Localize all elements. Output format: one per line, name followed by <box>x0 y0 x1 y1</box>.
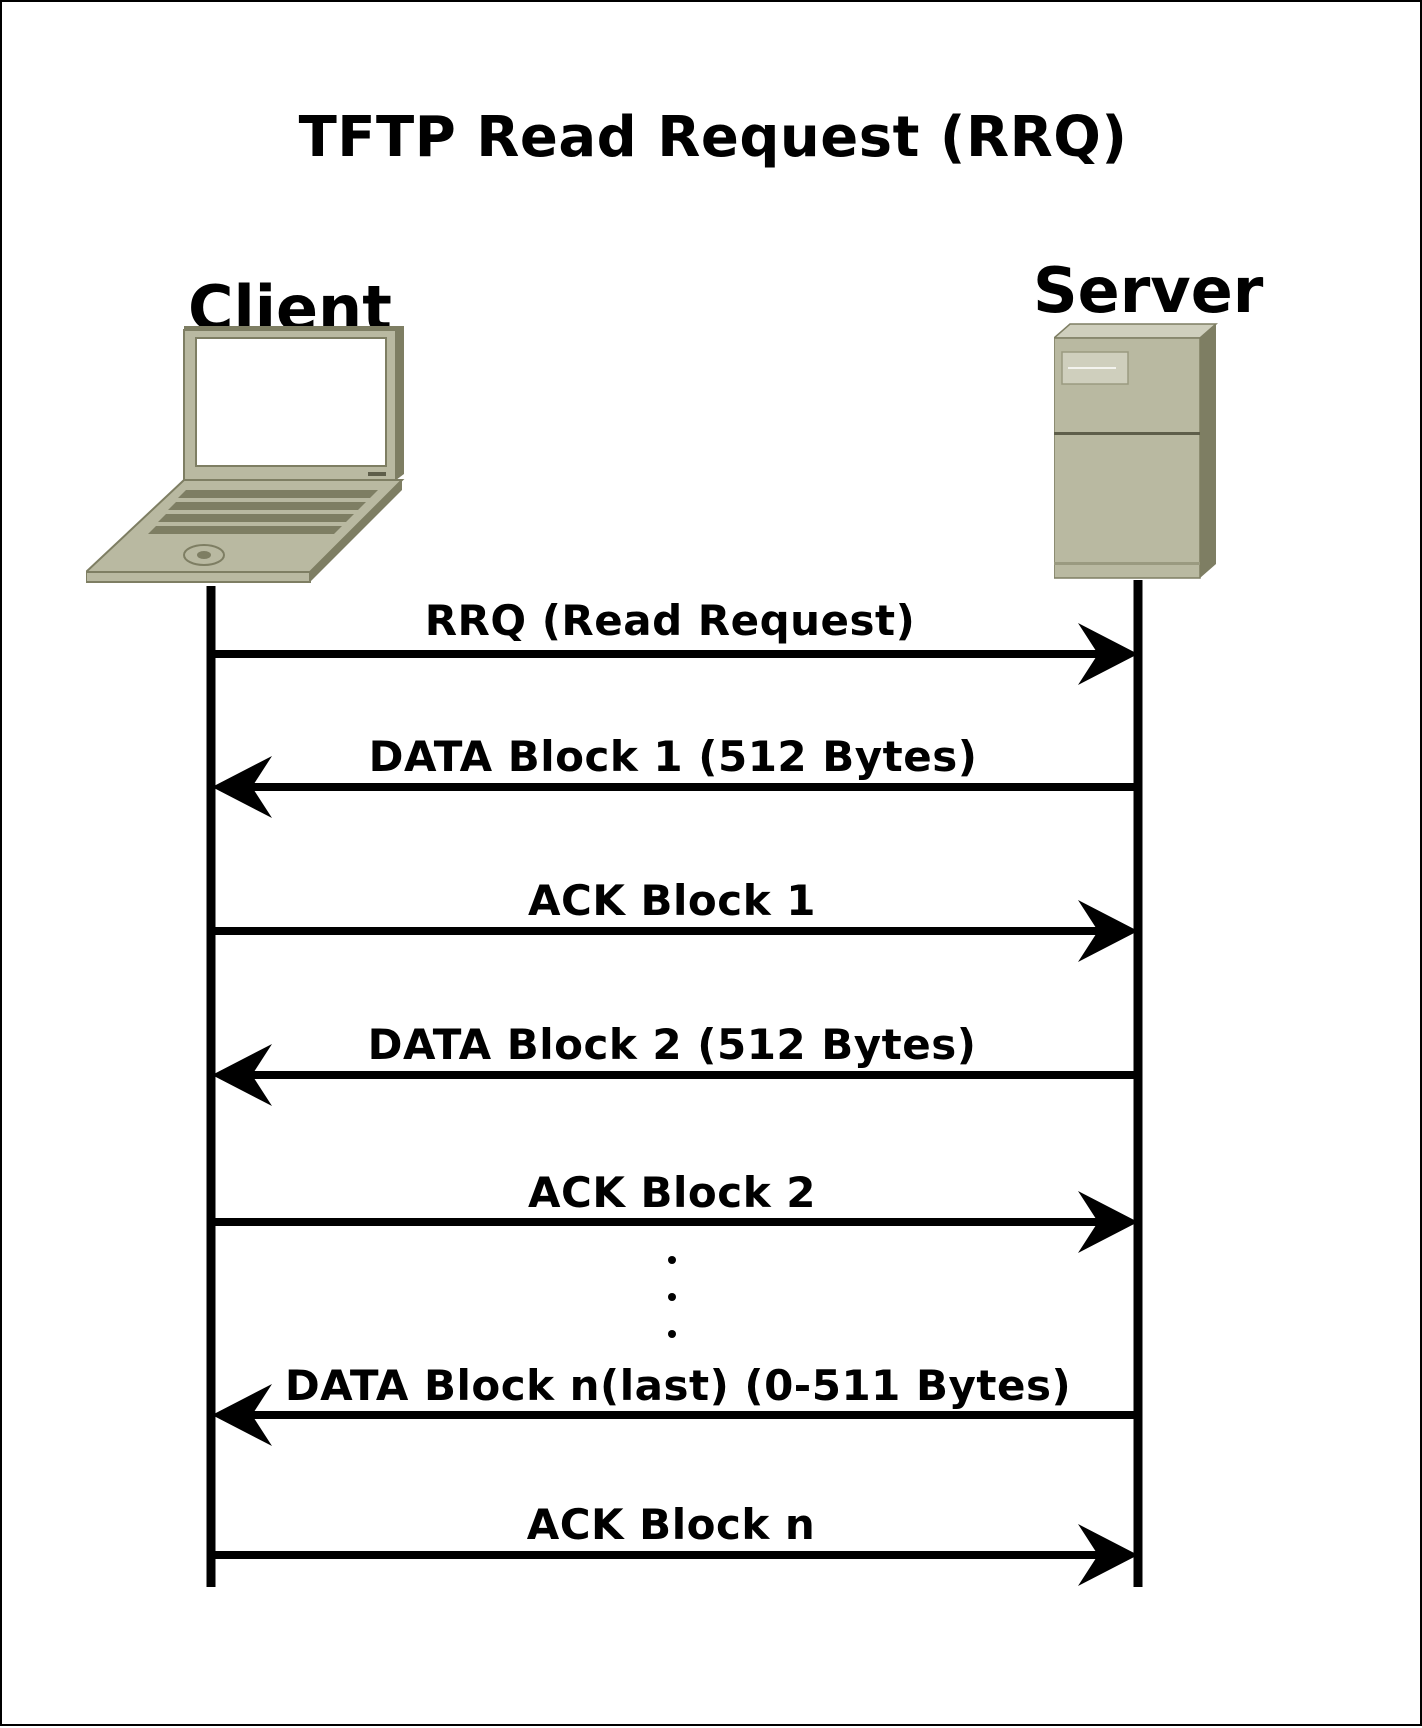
message-label-rrq: RRQ (Read Request) <box>424 596 916 645</box>
server-label: Server <box>1033 254 1264 327</box>
message-arrow-ack-block-n <box>211 1524 1138 1586</box>
message-arrow-data-block-n <box>212 1384 1138 1446</box>
message-arrow-ack-block-2 <box>211 1191 1138 1253</box>
message-label-data-block-n: DATA Block n(last) (0-511 Bytes) <box>284 1361 1072 1410</box>
message-label-data-block-1: DATA Block 1 (512 Bytes) <box>368 732 978 781</box>
continuation-ellipsis <box>668 1256 676 1338</box>
message-arrow-rrq <box>211 623 1138 685</box>
laptop-icon <box>83 324 416 588</box>
message-arrow-data-block-2 <box>212 1044 1138 1106</box>
message-label-ack-block-n: ACK Block n <box>526 1500 816 1549</box>
message-label-ack-block-1: ACK Block 1 <box>528 876 816 925</box>
server-tower-icon <box>1052 322 1224 582</box>
diagram-title: TFTP Read Request (RRQ) <box>298 105 1128 170</box>
message-label-ack-block-2: ACK Block 2 <box>528 1168 816 1217</box>
message-label-data-block-2: DATA Block 2 (512 Bytes) <box>367 1020 977 1069</box>
message-arrow-data-block-1 <box>212 756 1138 818</box>
message-arrow-ack-block-1 <box>211 900 1138 962</box>
